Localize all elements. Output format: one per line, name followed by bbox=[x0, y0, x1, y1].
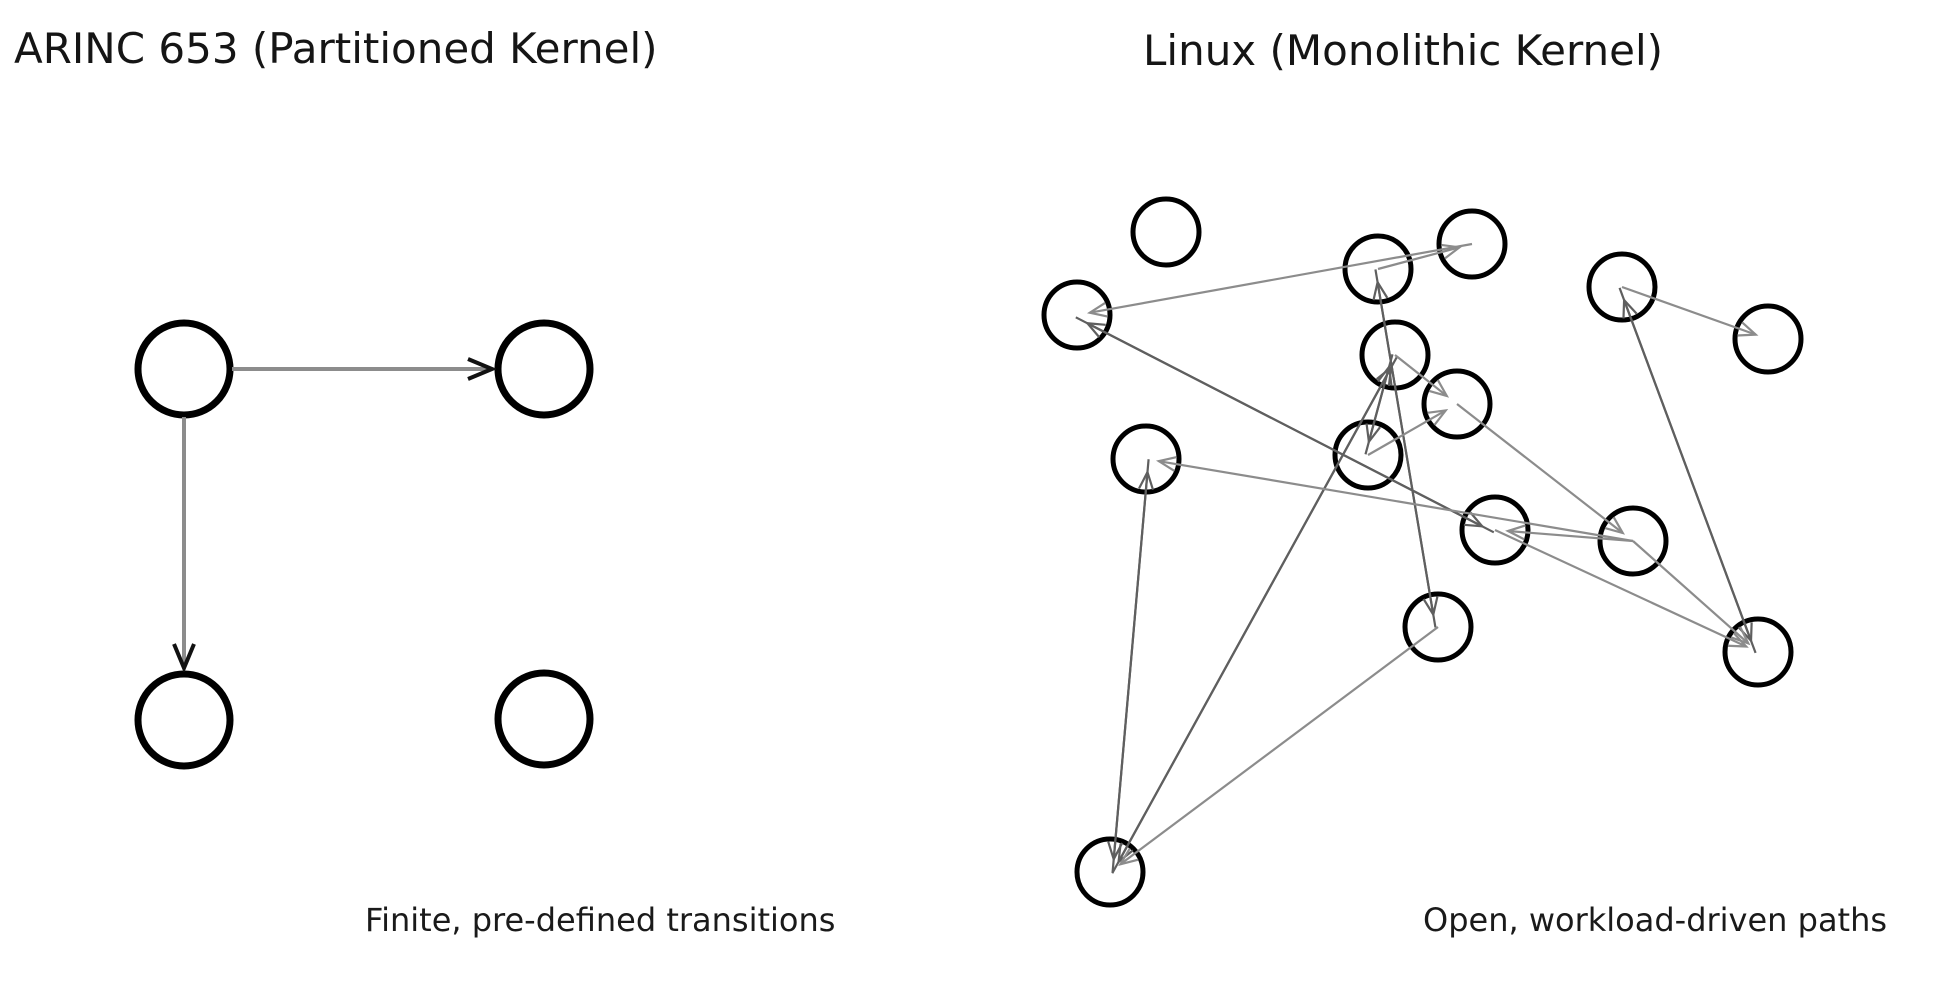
transition-arrow bbox=[1505, 524, 1634, 543]
state-node bbox=[1130, 196, 1202, 268]
transition-arrow bbox=[1084, 321, 1495, 534]
state-node bbox=[134, 670, 234, 770]
state-node bbox=[494, 319, 594, 419]
transition-arrow bbox=[1621, 285, 1759, 337]
state-node bbox=[494, 669, 594, 769]
transition-arrow bbox=[1118, 626, 1439, 866]
transition-arrow bbox=[1117, 355, 1399, 865]
right-panel-title: Linux (Monolithic Kernel) bbox=[1143, 26, 1664, 75]
left-panel-title: ARINC 653 (Partitioned Kernel) bbox=[14, 24, 658, 73]
transition-arrow bbox=[1367, 409, 1449, 456]
monolithic-kernel-graph bbox=[1041, 196, 1804, 908]
right-panel-caption: Open, workload-driven paths bbox=[1423, 901, 1888, 939]
transition-arrow bbox=[1086, 242, 1473, 318]
transition-arrow bbox=[1107, 459, 1150, 863]
left-panel-caption: Finite, pre-defined transitions bbox=[365, 901, 836, 939]
state-node bbox=[1732, 303, 1804, 375]
partitioned-kernel-graph bbox=[134, 319, 594, 770]
state-node bbox=[1041, 279, 1113, 351]
transition-arrow bbox=[1632, 540, 1751, 646]
transition-arrow bbox=[1372, 279, 1437, 628]
state-node bbox=[134, 319, 234, 419]
transition-arrow bbox=[1456, 403, 1626, 535]
transition-arrow bbox=[1155, 456, 1634, 543]
transition-arrow bbox=[1394, 354, 1450, 398]
transition-arrow bbox=[1364, 364, 1393, 455]
transition-arrow bbox=[1377, 243, 1463, 271]
transition-arrow bbox=[1494, 529, 1749, 648]
transition-arrow bbox=[1622, 297, 1757, 654]
state-node bbox=[1074, 836, 1146, 908]
state-node bbox=[1722, 616, 1794, 688]
